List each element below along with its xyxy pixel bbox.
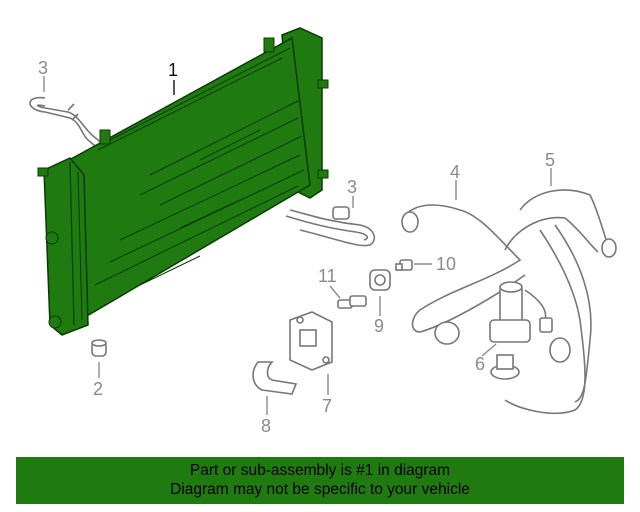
callout-9: 9 [374, 316, 384, 336]
callout-8: 8 [261, 416, 271, 436]
callout-4: 4 [450, 162, 460, 182]
callout-2: 2 [93, 379, 103, 399]
callout-3-lower: 3 [347, 177, 357, 197]
screw-part-11[interactable] [337, 295, 367, 309]
grommet-part-2[interactable] [91, 339, 107, 357]
leader-lines [43, 76, 552, 415]
callout-3-upper: 3 [38, 58, 48, 78]
radiator-part-1[interactable] [37, 27, 329, 336]
exploded-parts-diagram: 1 3 2 3 4 5 6 7 8 9 10 11 [29, 27, 617, 436]
callout-1: 1 [168, 60, 178, 80]
banner-line-1: Part or sub-assembly is #1 in diagram [189, 462, 451, 479]
info-banner: Part or sub-assembly is #1 in diagram Di… [16, 457, 624, 504]
valve-part-6[interactable] [489, 281, 571, 380]
callout-6: 6 [475, 354, 485, 374]
callout-10: 10 [436, 254, 456, 274]
coolant-hose-part-4[interactable] [401, 204, 526, 345]
bracket-part-7[interactable] [289, 311, 333, 371]
clip-part-8[interactable] [252, 361, 298, 395]
callout-7: 7 [322, 396, 332, 416]
callout-5: 5 [545, 150, 555, 170]
hose-part-3-lower[interactable] [285, 206, 376, 247]
banner-line-2: Diagram may not be specific to your vehi… [170, 481, 470, 498]
coolant-hose-part-5[interactable] [504, 189, 617, 414]
bolt-part-10[interactable] [395, 259, 413, 271]
callout-11: 11 [318, 266, 337, 286]
hose-part-3-upper[interactable] [29, 96, 105, 151]
bushing-part-9[interactable] [369, 269, 391, 291]
